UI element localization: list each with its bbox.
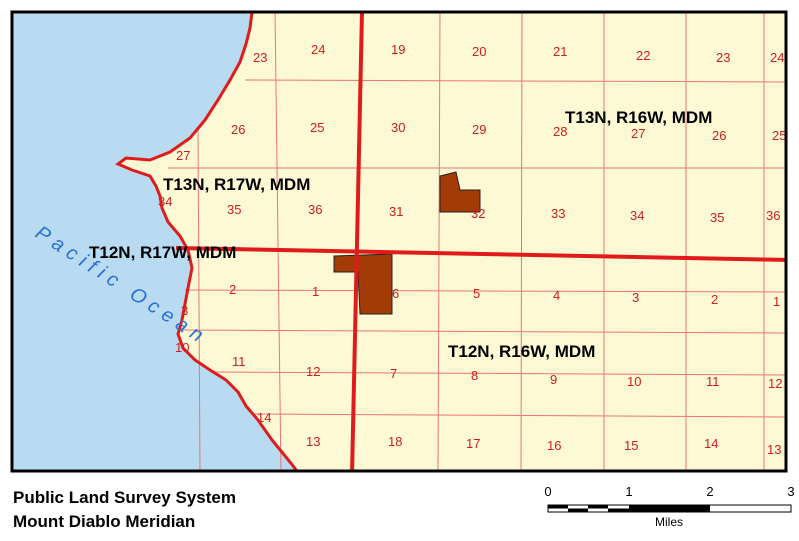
township-label-t12n-r17w: T12N, R17W, MDM bbox=[89, 243, 236, 262]
section-number: 22 bbox=[636, 48, 650, 63]
section-lines bbox=[168, 12, 786, 471]
scale-bar-segment bbox=[608, 508, 629, 512]
scale-tick-label: 3 bbox=[787, 484, 794, 499]
section-number: 6 bbox=[392, 286, 399, 301]
land-area bbox=[118, 12, 786, 471]
scale-bar: 0 1 2 3 Miles bbox=[544, 484, 794, 529]
section-number: 9 bbox=[550, 372, 557, 387]
section-number: 26 bbox=[712, 128, 726, 143]
section-number: 18 bbox=[388, 434, 402, 449]
section-number: 16 bbox=[547, 438, 561, 453]
section-number: 21 bbox=[553, 44, 567, 59]
section-number: 32 bbox=[471, 206, 485, 221]
section-number: 28 bbox=[553, 124, 567, 139]
section-number: 8 bbox=[471, 368, 478, 383]
section-number: 23 bbox=[253, 50, 267, 65]
section-number: 11 bbox=[706, 374, 720, 389]
township-label-t12n-r16w: T12N, R16W, MDM bbox=[448, 342, 595, 361]
scale-bar-segment bbox=[568, 508, 588, 512]
scale-tick-label: 0 bbox=[544, 484, 551, 499]
section-number: 33 bbox=[551, 206, 565, 221]
section-number: 36 bbox=[308, 202, 322, 217]
section-number: 25 bbox=[772, 128, 786, 143]
section-number: 5 bbox=[473, 286, 480, 301]
section-number: 10 bbox=[627, 374, 641, 389]
section-number: 31 bbox=[389, 204, 403, 219]
section-number: 34 bbox=[630, 208, 644, 223]
township-label-t13n-r16w: T13N, R16W, MDM bbox=[565, 108, 712, 127]
parcel-north bbox=[439, 171, 481, 213]
section-number: 14 bbox=[704, 436, 718, 451]
section-number: 35 bbox=[227, 202, 241, 217]
section-number: 24 bbox=[311, 42, 325, 57]
section-number: 11 bbox=[232, 354, 246, 369]
section-number: 25 bbox=[310, 120, 324, 135]
scale-bar-segment bbox=[588, 505, 608, 509]
section-number: 3 bbox=[181, 303, 188, 318]
section-number: 24 bbox=[770, 50, 784, 65]
section-number: 2 bbox=[711, 292, 718, 307]
section-number: 12 bbox=[768, 376, 782, 391]
scale-bar-segment bbox=[629, 505, 710, 512]
section-number: 2 bbox=[229, 282, 236, 297]
township-label-t13n-r17w: T13N, R17W, MDM bbox=[163, 175, 310, 194]
section-number: 13 bbox=[306, 434, 320, 449]
section-number: 26 bbox=[231, 122, 245, 137]
section-number: 12 bbox=[306, 364, 320, 379]
section-number: 4 bbox=[553, 288, 560, 303]
section-number: 7 bbox=[390, 366, 397, 381]
section-number: 36 bbox=[766, 208, 780, 223]
scale-unit-label: Miles bbox=[655, 515, 683, 529]
section-number: 23 bbox=[716, 50, 730, 65]
section-number: 14 bbox=[257, 410, 271, 425]
section-numbers: 23 24 19 20 21 22 23 24 26 25 30 29 28 2… bbox=[158, 42, 786, 457]
map-title-line1: Public Land Survey System bbox=[13, 488, 236, 507]
section-number: 3 bbox=[632, 290, 639, 305]
section-number: 29 bbox=[472, 122, 486, 137]
scale-tick-label: 1 bbox=[625, 484, 632, 499]
section-number: 34 bbox=[158, 194, 172, 209]
scale-tick-label: 2 bbox=[706, 484, 713, 499]
scale-bar-segment bbox=[548, 505, 568, 509]
section-number: 19 bbox=[391, 42, 405, 57]
section-number: 1 bbox=[773, 294, 780, 309]
section-number: 13 bbox=[767, 442, 781, 457]
section-number: 30 bbox=[391, 120, 405, 135]
section-number: 17 bbox=[466, 436, 480, 451]
section-number: 27 bbox=[631, 126, 645, 141]
section-number: 1 bbox=[312, 284, 319, 299]
section-number: 15 bbox=[624, 438, 638, 453]
map-title-line2: Mount Diablo Meridian bbox=[13, 512, 196, 531]
section-number: 35 bbox=[710, 210, 724, 225]
coastline bbox=[115, 12, 299, 471]
map-frame bbox=[10, 10, 788, 473]
section-number: 20 bbox=[472, 44, 486, 59]
township-lines bbox=[175, 12, 786, 471]
section-number: 27 bbox=[176, 148, 190, 163]
section-number: 10 bbox=[175, 340, 189, 355]
